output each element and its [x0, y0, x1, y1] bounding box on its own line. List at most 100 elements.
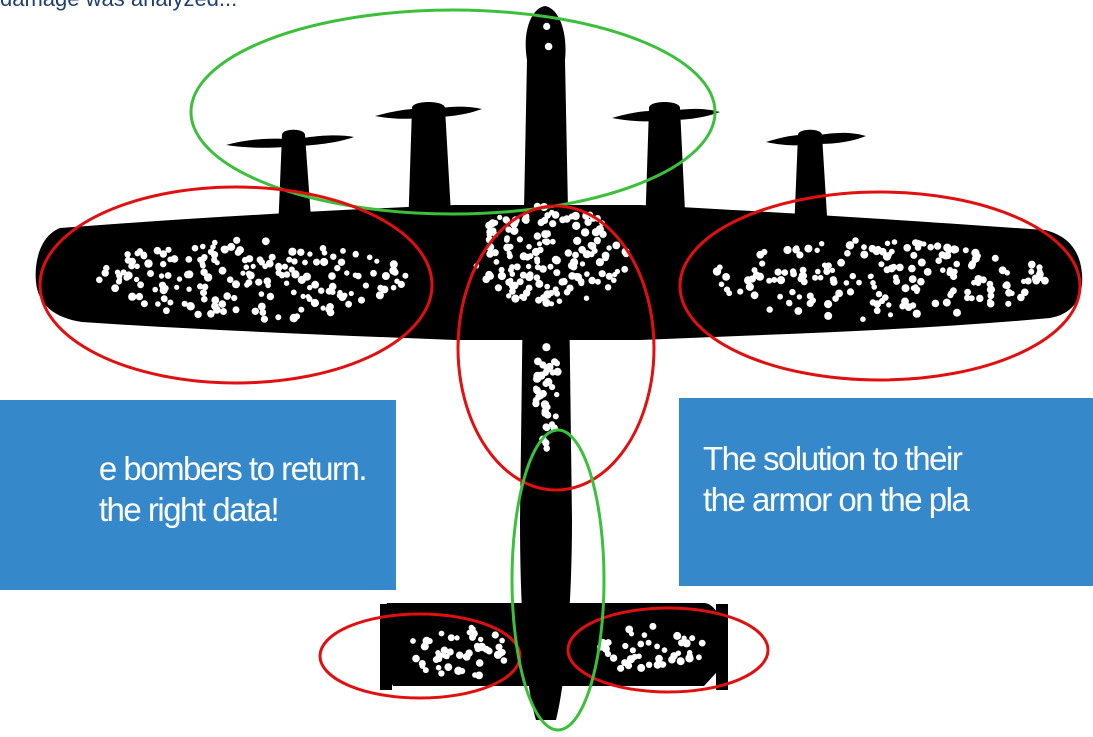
- bullet-hole: [946, 269, 953, 276]
- bullet-hole: [1005, 300, 1012, 307]
- bullet-hole: [300, 293, 306, 299]
- bullet-hole: [942, 298, 951, 307]
- bullet-hole: [591, 228, 601, 237]
- bullet-hole: [804, 244, 813, 253]
- bullet-hole: [910, 285, 917, 291]
- bullet-hole: [595, 258, 605, 267]
- bullet-hole: [210, 244, 216, 250]
- bullet-hole: [861, 244, 867, 251]
- bullet-hole: [599, 644, 607, 651]
- bullet-hole: [560, 277, 568, 286]
- bullet-hole: [798, 271, 807, 280]
- bullet-hole: [873, 307, 881, 315]
- bullet-hole: [552, 413, 559, 420]
- bullet-hole: [543, 364, 552, 373]
- bullet-hole: [207, 310, 215, 318]
- bullet-hole: [320, 257, 329, 267]
- bullet-hole: [789, 288, 796, 296]
- bullet-hole: [612, 241, 621, 250]
- bullet-hole: [447, 634, 455, 642]
- bullet-hole: [328, 272, 336, 280]
- bullet-hole: [128, 292, 137, 301]
- bullet-hole: [475, 659, 484, 667]
- bullet-hole: [165, 246, 172, 253]
- bullet-hole: [766, 306, 773, 313]
- bullet-hole: [533, 232, 542, 240]
- bullet-hole: [892, 274, 899, 281]
- bullet-hole: [200, 243, 206, 250]
- bullet-hole: [903, 244, 911, 252]
- bullet-hole: [661, 647, 668, 653]
- hit-region-center-fuselage: [456, 204, 656, 492]
- bullet-hole: [968, 295, 975, 302]
- bullet-hole: [313, 258, 320, 266]
- bullet-hole: [572, 251, 579, 259]
- bullet-hole: [397, 280, 405, 288]
- bullet-hole: [875, 290, 883, 298]
- bullet-hole: [305, 294, 311, 300]
- bullet-hole: [534, 256, 540, 263]
- bullet-hole: [456, 651, 464, 659]
- bullet-hole: [218, 300, 227, 308]
- bullet-hole: [326, 308, 335, 317]
- bullet-hole: [275, 262, 282, 270]
- bullet-hole: [245, 270, 252, 277]
- bullet-hole: [594, 278, 601, 285]
- bullet-hole: [774, 268, 782, 276]
- bullet-hole: [334, 264, 341, 272]
- bullet-hole: [345, 300, 352, 308]
- bullet-hole: [526, 271, 534, 278]
- bullet-hole: [573, 236, 582, 245]
- bullet-hole: [689, 635, 696, 642]
- bullet-hole: [991, 254, 999, 262]
- bullet-hole: [510, 226, 519, 235]
- bullet-hole: [726, 290, 733, 297]
- bullet-hole: [124, 251, 131, 258]
- bullet-hole: [712, 267, 722, 276]
- bullet-hole: [676, 657, 685, 666]
- bullet-hole: [953, 260, 960, 268]
- bullet-hole: [806, 292, 814, 300]
- bullet-hole: [549, 220, 557, 228]
- bullet-hole: [771, 276, 778, 283]
- bullet-hole: [891, 239, 898, 245]
- bullet-hole: [128, 262, 136, 270]
- bullet-hole: [986, 285, 996, 294]
- bullet-hole: [617, 664, 625, 672]
- bullet-hole: [344, 270, 350, 276]
- bullet-hole: [194, 310, 202, 319]
- bullet-hole: [232, 306, 240, 314]
- bullet-hole: [499, 637, 505, 644]
- bullet-hole: [200, 268, 208, 276]
- bullet-hole: [544, 42, 553, 51]
- bullet-hole: [320, 305, 326, 311]
- tail-fin-right: [716, 604, 728, 690]
- bullet-hole: [497, 214, 503, 220]
- bullet-hole: [598, 270, 606, 278]
- bullet-hole: [611, 277, 617, 284]
- bullet-hole: [612, 271, 618, 278]
- callout-right-line1: The solution to their: [703, 440, 963, 477]
- bullet-hole: [302, 272, 311, 281]
- bullet-hole: [525, 263, 532, 270]
- bullet-hole: [649, 622, 657, 630]
- bullet-hole: [794, 307, 803, 315]
- bullet-hole: [311, 280, 320, 289]
- bullet-hole: [945, 249, 952, 255]
- bullet-hole: [951, 268, 958, 275]
- bullet-hole: [584, 218, 592, 226]
- bullet-hole: [1021, 278, 1027, 284]
- bullet-hole: [535, 296, 543, 304]
- bullet-hole: [542, 343, 551, 352]
- bullet-hole: [186, 302, 195, 311]
- bullet-hole: [563, 288, 571, 296]
- bullet-hole: [815, 268, 821, 275]
- bullet-hole: [912, 309, 921, 318]
- bullet-hole: [884, 240, 891, 246]
- bullet-hole: [783, 245, 792, 255]
- bullet-hole: [653, 661, 662, 669]
- bullet-hole: [564, 249, 572, 257]
- bullet-hole: [609, 654, 618, 662]
- bullet-hole: [159, 250, 167, 258]
- bullet-hole: [629, 647, 637, 654]
